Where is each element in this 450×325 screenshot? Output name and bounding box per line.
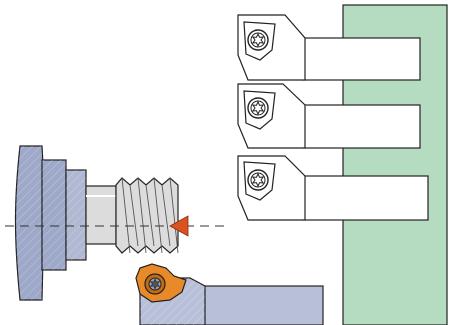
tool-holder-top — [237, 14, 421, 81]
tool-holder-middle — [237, 83, 421, 149]
tool-holder-bottom — [237, 155, 429, 221]
torx-screw-icon — [247, 169, 269, 191]
tool-holder-active — [135, 263, 324, 325]
threaded-workpiece — [115, 177, 179, 254]
workpiece-shaft — [85, 185, 117, 245]
torx-screw-icon — [247, 29, 269, 51]
torx-screw-icon — [247, 97, 269, 119]
lathe-chuck — [14, 145, 87, 301]
tool-position-triangle-icon — [169, 215, 189, 237]
